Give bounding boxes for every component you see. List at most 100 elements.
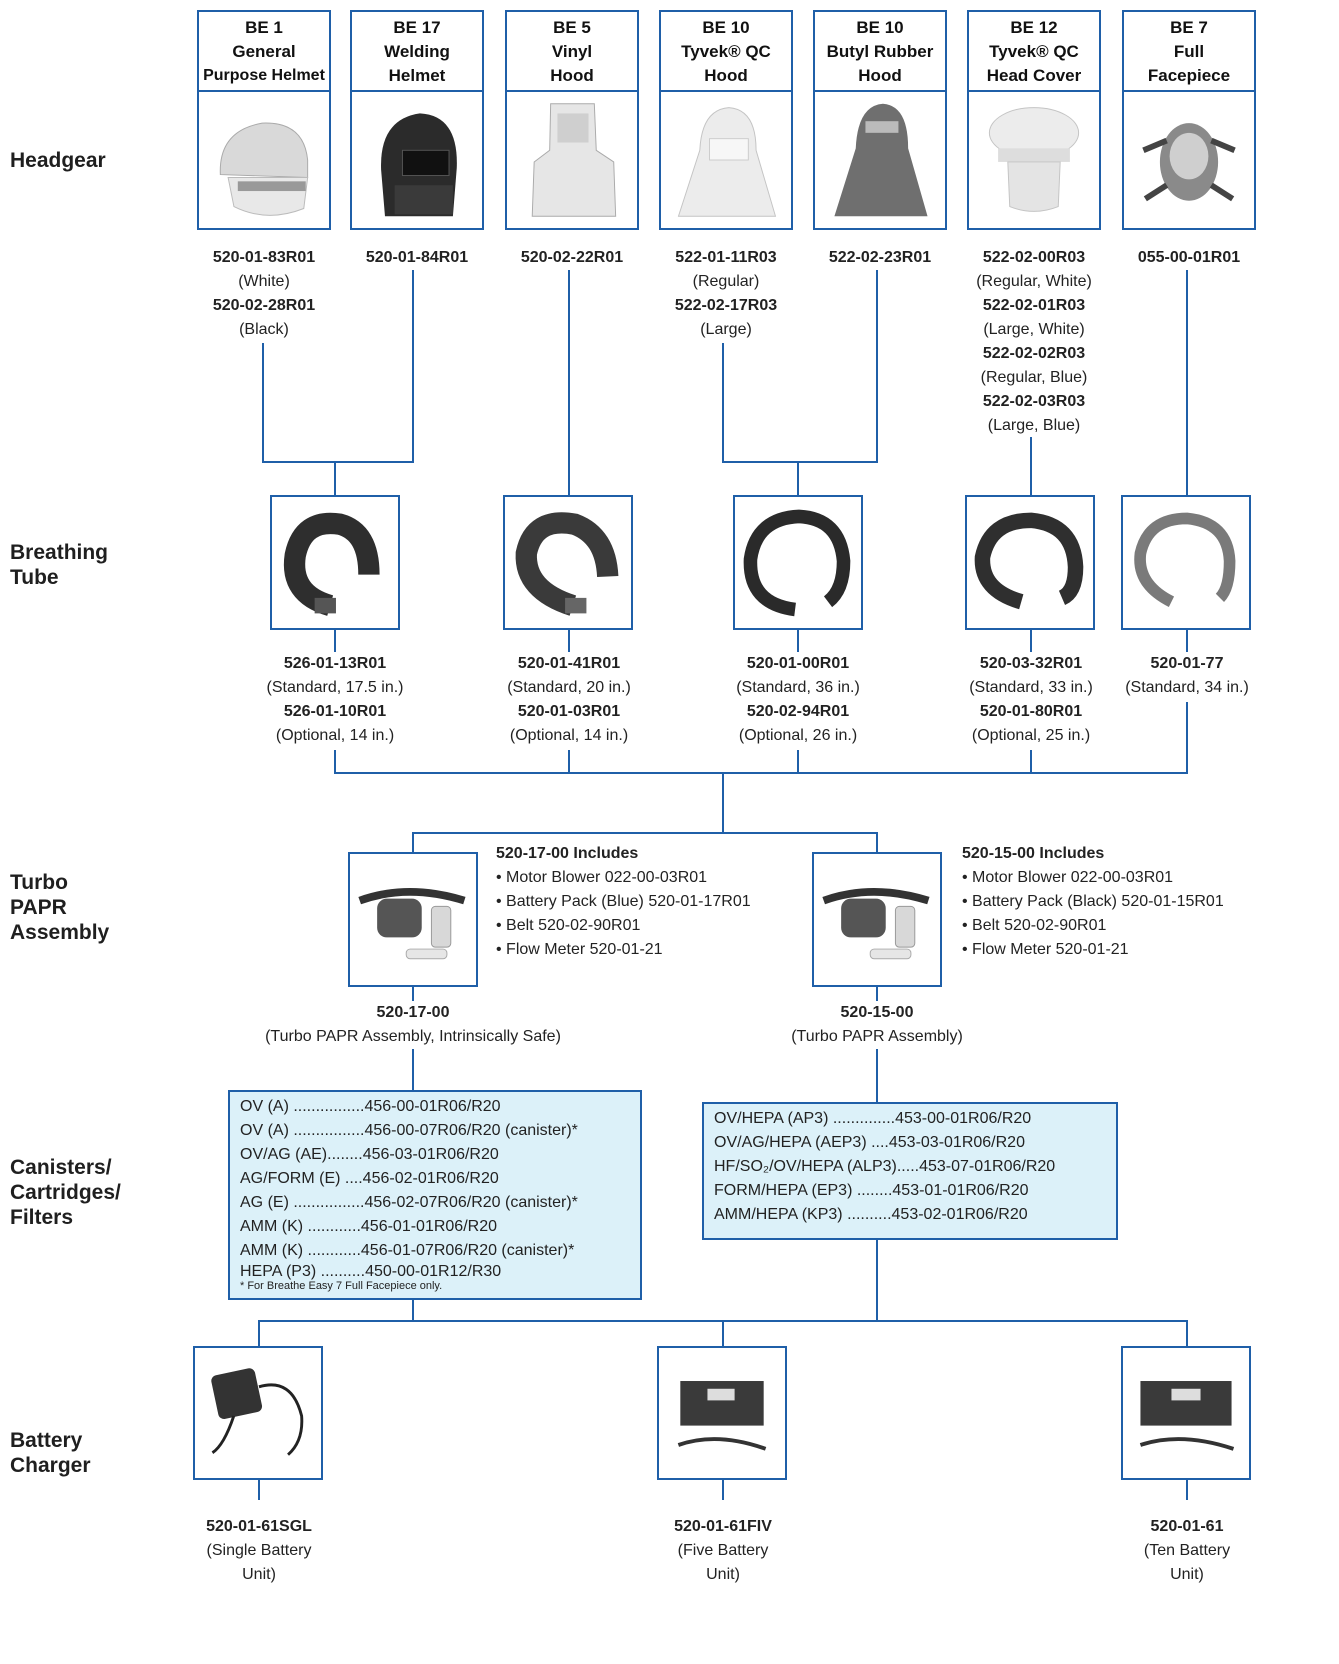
part-number: 520-17-00 [376,1004,450,1021]
part-desc: (Standard, 34 in.) [1125,679,1249,696]
title-line: BE 12 [1010,18,1058,37]
filter-item: OV (A) ................456-00-07R06/R20 … [240,1122,578,1139]
row-label-line: Assembly [10,921,110,944]
title-line: General [232,42,296,61]
part-number: 522-02-17R03 [674,297,778,314]
row-label-line: Canisters/ [10,1156,112,1179]
filter-footnote: * For Breathe Easy 7 Full Facepiece only… [240,1280,443,1292]
filter-item: AMM (K) ............456-01-01R06/R20 [240,1218,497,1235]
connector-line [1030,437,1032,495]
part-number: 520-01-61SGL [206,1518,312,1535]
filter-item: OV/AG/HEPA (AEP3) ....453-03-01R06/R20 [714,1134,1025,1151]
connector-line [258,1480,260,1500]
connector-line [797,630,799,652]
title-line: Hood [550,66,594,85]
row-label-breathing-tube: Breathing Tube [10,540,108,590]
head-cover-image [967,90,1101,230]
part-numbers-be10-butyl: 522-02-23R01 [829,246,931,270]
turbo-papr-image [348,852,478,987]
connector-line [722,343,724,463]
turbo-includes-list: 520-15-00 Includes • Motor Blower 022-00… [962,842,1224,962]
connector-line [1186,630,1188,652]
row-label-line: Cartridges/ [10,1181,121,1204]
title-line: BE 1 [245,18,283,37]
ten-charger-image [1121,1346,1251,1480]
connector-line [412,987,414,1001]
connector-line [797,750,799,774]
part-desc: (Five Battery [677,1542,769,1559]
part-desc: Unit) [242,1566,276,1583]
tube-part-numbers: 520-01-00R01 (Standard, 36 in.) 520-02-9… [736,652,860,748]
connector-line [1030,750,1032,774]
part-desc: (Standard, 17.5 in.) [266,679,404,696]
title-line: BE 10 [856,18,904,37]
vinyl-hood-image [505,90,639,230]
part-number: 522-02-23R01 [828,249,932,266]
part-desc: (Optional, 25 in.) [971,727,1091,744]
single-charger-image [193,1346,323,1480]
tube-part-numbers: 526-01-13R01 (Standard, 17.5 in.) 526-01… [267,652,404,748]
title-line: Tyvek® QC [681,42,771,61]
part-numbers-be12: 522-02-00R03 (Regular, White) 522-02-01R… [976,246,1092,438]
part-desc: Unit) [706,1566,740,1583]
connector-line [1186,1480,1188,1500]
headgear-title-be10-butyl: BE 10 Butyl Rubber Hood [813,10,947,90]
part-number: 522-02-02R03 [982,345,1086,362]
includes-item: • Battery Pack (Blue) 520-01-17R01 [496,893,751,910]
breathing-tube-image [733,495,863,630]
turbo-part-number: 520-17-00 (Turbo PAPR Assembly, Intrinsi… [265,1001,561,1049]
title-line: BE 10 [702,18,750,37]
part-desc: (Large, White) [983,321,1085,338]
breathing-tube-image [965,495,1095,630]
title-line: BE 5 [553,18,591,37]
includes-item: • Battery Pack (Black) 520-01-15R01 [962,893,1224,910]
connector-line [412,1049,414,1090]
filter-item: AG/FORM (E) ....456-02-01R06/R20 [240,1170,499,1187]
row-label-line: Battery [10,1429,83,1452]
row-label-line: PAPR [10,896,67,919]
includes-item: • Belt 520-02-90R01 [962,917,1107,934]
part-desc: Unit) [1170,1566,1204,1583]
part-desc: (Large) [700,321,752,338]
turbo-papr-image [812,852,942,987]
filter-item: HF/SO₂/OV/HEPA (ALP3).....453-07-01R06/R… [714,1158,1056,1175]
part-number: 520-03-32R01 [979,655,1083,672]
title-line: Welding [384,42,450,61]
connector-line [334,750,336,774]
tube-part-numbers: 520-01-77 (Standard, 34 in.) [1125,652,1249,700]
part-desc: (Turbo PAPR Assembly) [791,1028,963,1045]
connector-line [334,772,1188,774]
title-line: Butyl Rubber [826,42,934,61]
headgear-title-be12: BE 12 Tyvek® QC Head Cover [967,10,1101,90]
part-number: 520-01-61 [1150,1518,1224,1535]
part-numbers-be5: 520-02-22R01 [521,246,623,270]
includes-item: • Flow Meter 520-01-21 [496,941,663,958]
facepiece-image [1122,90,1256,230]
part-desc: (Single Battery [206,1542,312,1559]
charger-part-number: 520-01-61 (Ten Battery Unit) [1144,1515,1230,1587]
part-number: 520-02-28R01 [212,297,316,314]
filter-item: AMM (K) ............456-01-07R06/R20 (ca… [240,1242,575,1259]
part-numbers-be7: 055-00-01R01 [1138,246,1240,270]
includes-item: • Flow Meter 520-01-21 [962,941,1129,958]
filters-list-right: OV/HEPA (AP3) ..............453-00-01R06… [702,1102,1118,1240]
part-number: 520-01-80R01 [979,703,1083,720]
includes-item: • Motor Blower 022-00-03R01 [962,869,1174,886]
part-numbers-be10-tyvek: 522-01-11R03 (Regular) 522-02-17R03 (Lar… [675,246,777,342]
filter-item: OV/HEPA (AP3) ..............453-00-01R06… [714,1110,1032,1127]
connector-line [1030,630,1032,652]
filter-item: OV (A) ................456-00-01R06/R20 [240,1098,501,1115]
connector-line [876,1049,878,1102]
connector-line [258,1320,260,1346]
part-desc: (Optional, 26 in.) [738,727,858,744]
charger-part-number: 520-01-61FIV (Five Battery Unit) [674,1515,772,1587]
part-number: 520-01-84R01 [365,249,469,266]
connector-line [1186,702,1188,774]
part-desc: (Regular) [692,273,760,290]
part-number: 526-01-10R01 [283,703,387,720]
filter-item: FORM/HEPA (EP3) ........453-01-01R06/R20 [714,1182,1029,1199]
title-line: Purpose Helmet [203,67,325,84]
breathing-tube-image [270,495,400,630]
part-number: 520-02-94R01 [746,703,850,720]
row-label-line: Breathing [10,541,109,564]
